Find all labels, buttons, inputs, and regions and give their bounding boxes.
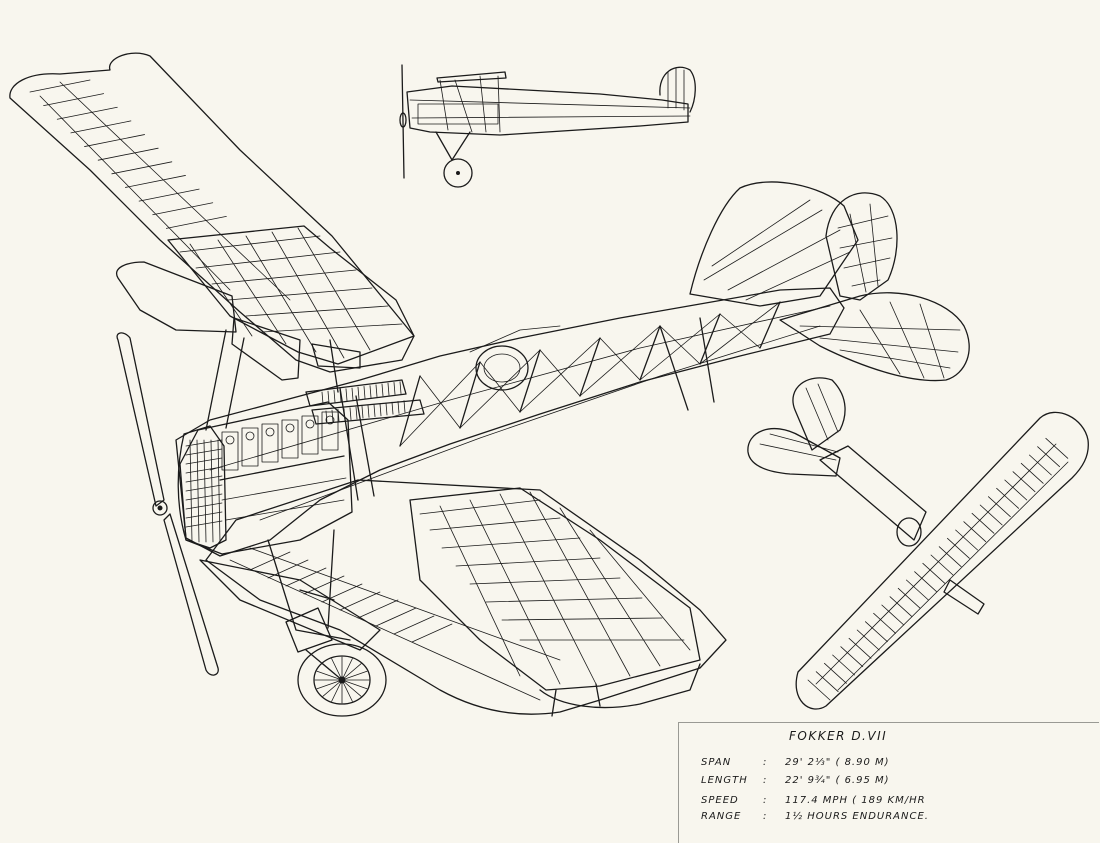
spec-row-range: RANGE: 1½ HOURS ENDURANCE. (701, 811, 929, 822)
spec-sep: : (763, 795, 768, 806)
side-view (399, 64, 696, 188)
spec-label: SPEED (701, 795, 739, 806)
spec-value: 117.4 MPH ( 189 KM/HR (785, 795, 926, 806)
spec-sep: : (763, 757, 768, 768)
spec-value: 29' 2⅓" ( 8.90 M) (785, 757, 890, 768)
spec-sep: : (763, 811, 768, 822)
spec-row-length: LENGTH: 22' 9¾" ( 6.95 M) (701, 775, 890, 786)
spec-label: LENGTH (701, 775, 748, 786)
top-view (747, 377, 1089, 710)
spec-row-span: SPAN: 29' 2⅓" ( 8.90 M) (701, 757, 890, 768)
spec-label: SPAN (701, 757, 732, 768)
spec-value: 22' 9¾" ( 6.95 M) (785, 775, 890, 786)
spec-label: RANGE (701, 811, 742, 822)
spec-title: FOKKER D.VII (789, 729, 888, 743)
spec-sep: : (763, 775, 768, 786)
spec-row-speed: SPEED: 117.4 MPH ( 189 KM/HR (701, 795, 926, 806)
cutaway-view (9, 52, 970, 717)
spec-value: 1½ HOURS ENDURANCE. (785, 811, 929, 822)
spec-panel: FOKKER D.VII SPAN: 29' 2⅓" ( 8.90 M) LENG… (678, 722, 1099, 843)
